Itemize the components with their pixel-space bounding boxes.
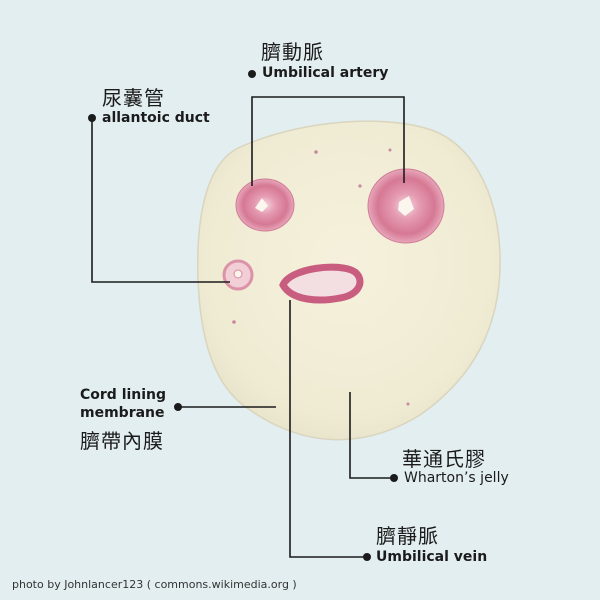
allantoic-label-dot xyxy=(88,114,96,122)
vein-leader-line xyxy=(289,300,367,558)
artery-label-dot xyxy=(248,70,256,78)
vein-label-dot xyxy=(363,553,371,561)
wharton-label-dot xyxy=(390,474,398,482)
photo-credit: photo by Johnlancer123 ( commons.wikimed… xyxy=(12,578,297,591)
artery-leader-line xyxy=(251,96,405,186)
cord-lining-label-zh: 臍帶內膜 xyxy=(80,429,164,453)
umbilical-vein xyxy=(279,263,364,304)
tissue-speck xyxy=(406,402,410,406)
tissue-speck xyxy=(358,184,362,188)
umbilical-vein-label-en: Umbilical vein xyxy=(376,549,488,565)
wharton-leader-line xyxy=(349,392,394,479)
umbilical-artery-label-zh: 臍動脈 xyxy=(261,40,324,64)
umbilical-artery-label-en: Umbilical artery xyxy=(262,65,389,81)
whartons-jelly-label-en: Wharton’s jelly xyxy=(404,470,509,486)
whartons-jelly-label-zh: 華通氏膠 xyxy=(402,447,486,471)
cord-lining-label-dot xyxy=(174,403,182,411)
tissue-speck xyxy=(388,148,392,152)
allantoic-duct xyxy=(222,259,254,291)
cord-lining-label-en-line2: membrane xyxy=(80,405,165,421)
tissue-speck xyxy=(314,150,318,154)
allantoic-leader-line xyxy=(91,118,230,283)
tissue-speck xyxy=(232,320,236,324)
allantoic-duct-label-en: allantoic duct xyxy=(102,110,210,126)
cord-lining-label-en-line1: Cord lining xyxy=(80,387,167,403)
allantoic-duct-label-zh: 尿囊管 xyxy=(102,86,165,110)
umbilical-artery-left xyxy=(235,178,295,232)
umbilical-vein-label-zh: 臍靜脈 xyxy=(376,524,439,548)
umbilical-artery-right xyxy=(367,168,445,244)
